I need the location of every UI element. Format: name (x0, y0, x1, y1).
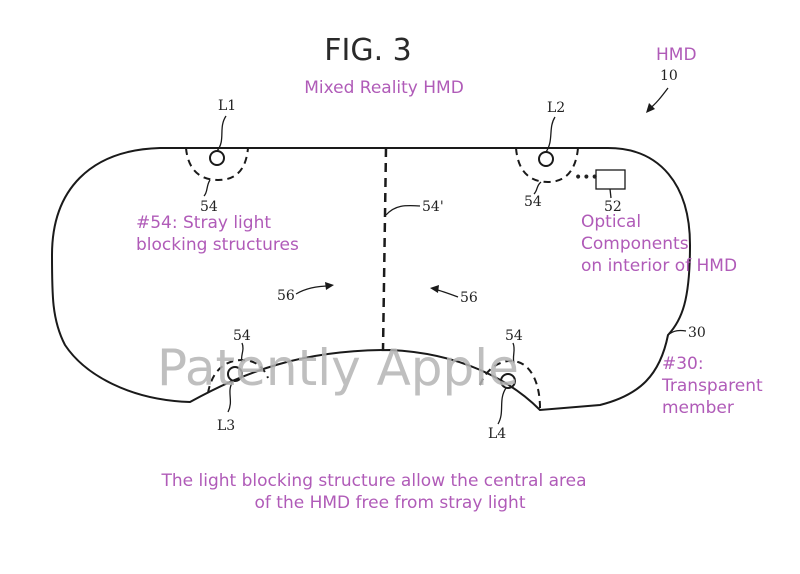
hmd-label: HMD (656, 45, 697, 65)
ref-30-leader (667, 329, 687, 336)
ref-30: 30 (688, 325, 706, 341)
ref-54-l4: 54 (505, 328, 523, 344)
region-56-left-arrowhead (325, 282, 334, 290)
annotation-optical-line2: Components (581, 234, 689, 254)
watermark-text: Patently Apple (157, 339, 519, 397)
l3-54-leader (240, 342, 244, 363)
blocker-54-l4 (479, 360, 541, 409)
annotation-stray-light-line2: blocking structures (136, 235, 299, 255)
l4-54-leader (512, 342, 515, 364)
annotation-transparent-line3: member (662, 398, 734, 418)
l4-leader (497, 387, 507, 425)
label-l4: L4 (488, 426, 506, 442)
divider-leader (385, 204, 421, 216)
component-dots: ••• (574, 170, 599, 186)
annotation-optical-line3: on interior of HMD (581, 256, 737, 276)
annotation-stray-light-line1: #54: Stray light (136, 213, 271, 233)
l2-54-leader (533, 181, 542, 195)
hmd-ref-number: 10 (660, 68, 678, 84)
label-l2: L2 (547, 100, 565, 116)
light-l1-icon (209, 150, 225, 166)
hmd-arrowhead (646, 103, 655, 113)
annotation-optical-line1: Optical (581, 212, 641, 232)
blocker-54-l1 (185, 147, 249, 182)
light-l3-icon (227, 366, 243, 382)
light-l2-icon (538, 151, 554, 167)
l3-leader (227, 380, 234, 413)
ref-54-l1: 54 (200, 199, 218, 215)
ref-52: 52 (604, 199, 622, 215)
ref-54-prime: 54' (422, 199, 444, 215)
l1-leader (216, 115, 227, 152)
light-l4-icon (500, 373, 516, 389)
optical-component-52-icon (595, 169, 626, 190)
annotation-transparent-line2: Transparent (661, 376, 763, 396)
annotation-transparent-line1: #30: (662, 354, 704, 374)
ref-56-right: 56 (460, 290, 478, 306)
component-52-leader (609, 188, 612, 199)
l2-leader (545, 116, 556, 153)
caption-bottom-line2: of the HMD free from stray light (255, 493, 526, 513)
label-l3: L3 (217, 418, 235, 434)
caption-bottom-line1: The light blocking structure allow the c… (160, 471, 586, 491)
hmd-body-outline (50, 147, 692, 412)
ref-54-l2: 54 (524, 194, 542, 210)
ref-54-l3: 54 (233, 328, 251, 344)
ref-56-left: 56 (277, 288, 295, 304)
center-divider-54-prime (381, 147, 388, 351)
figure-title: FIG. 3 (324, 33, 412, 68)
label-l1: L1 (218, 98, 236, 114)
region-56-left-leader (295, 285, 331, 295)
blocker-54-l2 (515, 147, 579, 184)
region-56-right-arrowhead (430, 285, 439, 293)
caption-top: Mixed Reality HMD (304, 78, 464, 98)
l1-54-leader (203, 179, 211, 197)
